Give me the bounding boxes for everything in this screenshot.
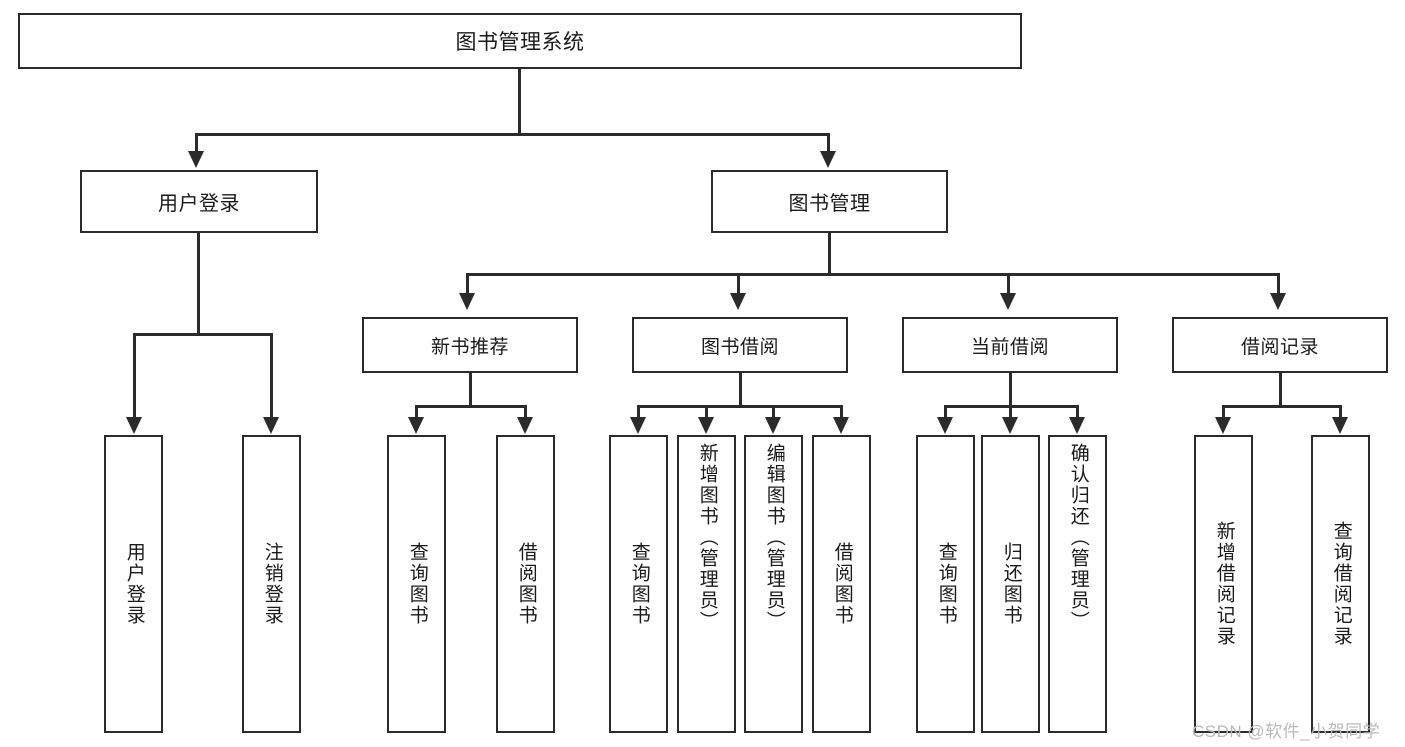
connector-bm-leg-4: [1277, 273, 1280, 295]
leaf-add-book-admin[interactable]: 新增图书（管理员）: [677, 435, 736, 733]
connector-book-management-stem: [828, 233, 831, 275]
connector-cb-leg-2: [1009, 405, 1012, 419]
connector-br-stem: [1279, 373, 1282, 407]
arrow-to-user-login: [188, 151, 204, 168]
node-label: 图书管理系统: [455, 31, 585, 54]
connector-root-stem: [518, 69, 521, 135]
connector-br-leg-2: [1339, 405, 1342, 419]
node-label: 图书借阅: [700, 336, 779, 358]
arrow-bb-leaf-4: [833, 417, 849, 434]
connector-book-management-bus: [466, 273, 1280, 276]
connector-br-bus: [1222, 405, 1342, 408]
node-label: 当前借阅: [970, 336, 1049, 358]
arrow-to-book-management: [820, 151, 836, 168]
node-label: 图书管理: [788, 193, 871, 215]
arrow-to-new-book-recommend: [459, 293, 475, 310]
arrow-br-leaf-2: [1332, 417, 1348, 434]
connector-cb-leg-1: [944, 405, 947, 419]
connector-user-login-bus: [133, 333, 273, 336]
leaf-borrow-book-nbr[interactable]: 借阅图书: [496, 435, 555, 733]
node-book-borrow[interactable]: 图书借阅: [632, 317, 848, 373]
connector-bb-leg-4: [840, 405, 843, 419]
connector-bb-stem: [739, 373, 742, 407]
leaf-label: 查询图书: [406, 542, 428, 626]
connector-nbr-stem: [469, 373, 472, 407]
node-borrow-record[interactable]: 借阅记录: [1172, 317, 1388, 373]
node-label: 新书推荐: [430, 336, 509, 358]
arrow-br-leaf-1: [1215, 417, 1231, 434]
connector-nbr-bus: [415, 405, 527, 408]
leaf-query-borrow-record[interactable]: 查询借阅记录: [1311, 435, 1370, 733]
leaf-add-borrow-record[interactable]: 新增借阅记录: [1194, 435, 1253, 733]
node-user-login[interactable]: 用户登录: [80, 170, 318, 233]
node-new-book-recommend[interactable]: 新书推荐: [362, 317, 578, 373]
arrow-to-logout-leaf: [263, 417, 279, 434]
connector-bb-leg-2: [705, 405, 708, 419]
leaf-label: 查询借阅记录: [1330, 521, 1352, 647]
arrow-cb-leaf-3: [1069, 417, 1085, 434]
connector-nbr-leg-1: [415, 405, 418, 419]
leaf-return-book[interactable]: 归还图书: [981, 435, 1040, 733]
connector-user-login-leg-2: [270, 333, 273, 419]
leaf-query-book-nbr[interactable]: 查询图书: [387, 435, 446, 733]
arrow-to-user-login-leaf: [126, 417, 142, 434]
connector-br-leg-1: [1222, 405, 1225, 419]
arrow-to-current-borrow: [1000, 293, 1016, 310]
leaf-logout[interactable]: 注销登录: [242, 435, 301, 733]
node-root-book-management-system[interactable]: 图书管理系统: [18, 13, 1022, 69]
leaf-query-book-cb[interactable]: 查询图书: [916, 435, 975, 733]
leaf-label: 归还图书: [1000, 542, 1022, 626]
connector-root-bus: [195, 133, 830, 136]
leaf-edit-book-admin[interactable]: 编辑图书（管理员）: [744, 435, 803, 733]
connector-cb-stem: [1009, 373, 1012, 407]
leaf-label: 查询图书: [935, 542, 957, 626]
leaf-borrow-book-bb[interactable]: 借阅图书: [812, 435, 871, 733]
leaf-label: 编辑图书（管理员）: [763, 443, 785, 632]
connector-root-leg-left: [195, 133, 198, 153]
arrow-to-borrow-record: [1270, 293, 1286, 310]
leaf-label: 新增图书（管理员）: [696, 443, 718, 632]
node-current-borrow[interactable]: 当前借阅: [902, 317, 1118, 373]
leaf-label: 确认归还（管理员）: [1067, 443, 1089, 632]
connector-cb-leg-3: [1076, 405, 1079, 419]
connector-root-leg-right: [827, 133, 830, 153]
connector-user-login-leg-1: [133, 333, 136, 419]
node-label: 借阅记录: [1240, 336, 1319, 358]
arrow-bb-leaf-3: [765, 417, 781, 434]
leaf-label: 借阅图书: [831, 542, 853, 626]
connector-bb-leg-1: [637, 405, 640, 419]
leaf-query-book-bb[interactable]: 查询图书: [609, 435, 668, 733]
node-book-management[interactable]: 图书管理: [711, 170, 948, 233]
connector-bm-leg-3: [1007, 273, 1010, 295]
leaf-label: 注销登录: [261, 542, 283, 626]
arrow-bb-leaf-1: [630, 417, 646, 434]
leaf-confirm-return-admin[interactable]: 确认归还（管理员）: [1048, 435, 1107, 733]
arrow-nbr-leaf-1: [408, 417, 424, 434]
connector-nbr-leg-2: [524, 405, 527, 419]
connector-bb-leg-3: [772, 405, 775, 419]
node-label: 用户登录: [158, 193, 240, 215]
leaf-label: 查询图书: [628, 542, 650, 626]
arrow-to-book-borrow: [730, 293, 746, 310]
arrow-bb-leaf-2: [698, 417, 714, 434]
arrow-nbr-leaf-2: [517, 417, 533, 434]
leaf-user-login[interactable]: 用户登录: [104, 435, 163, 733]
connector-user-login-stem: [197, 233, 200, 335]
leaf-label: 借阅图书: [515, 542, 537, 626]
connector-bm-leg-1: [466, 273, 469, 295]
connector-bb-bus: [637, 405, 843, 408]
leaf-label: 新增借阅记录: [1213, 521, 1235, 647]
connector-bm-leg-2: [737, 273, 740, 295]
arrow-cb-leaf-2: [1002, 417, 1018, 434]
leaf-label: 用户登录: [123, 542, 145, 626]
arrow-cb-leaf-1: [937, 417, 953, 434]
